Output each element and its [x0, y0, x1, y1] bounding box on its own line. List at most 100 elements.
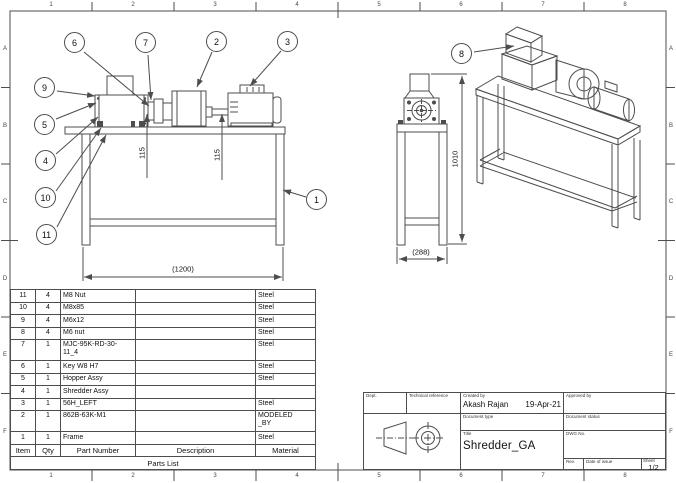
cell-part-number: 862B-63K-M1	[60, 410, 136, 432]
grid-col-label: 1	[49, 473, 53, 479]
created-by-label: Created by	[463, 393, 486, 398]
cell-qty: 1	[35, 360, 61, 374]
table-row: 4 1 Shredder Assy	[10, 385, 316, 399]
cell-qty: 4	[35, 326, 61, 340]
grid-row-label: A	[668, 46, 674, 52]
title-label: Title	[463, 431, 472, 436]
cell-description	[135, 360, 256, 374]
grid-row-label: F	[3, 429, 7, 435]
sheet-value: 1/2	[648, 462, 659, 472]
grid-row-label: E	[668, 352, 674, 358]
grid-col-label: 1	[49, 2, 53, 8]
dimension-115-right: 115	[212, 148, 222, 162]
cell-description	[135, 410, 256, 432]
cell-part-number: 56H_LEFT	[60, 397, 136, 411]
title-block: Dept. Technical reference Created by Aka…	[363, 392, 666, 472]
balloon-9: 9	[34, 77, 55, 98]
cell-part-number: M8x85	[60, 301, 136, 315]
cell-description	[135, 289, 256, 303]
cell-material: Steel	[255, 397, 316, 411]
balloon-2: 2	[206, 31, 227, 52]
created-date: 19-Apr-21	[525, 399, 561, 409]
approved-by-cell: Approved by	[564, 393, 665, 414]
cell-part-number: Hopper Assy	[60, 372, 136, 386]
grid-col-label: 3	[213, 473, 217, 479]
cell-part-number: M6x12	[60, 314, 136, 328]
document-type-cell: Document type	[461, 414, 564, 431]
balloon-3: 3	[277, 31, 298, 52]
dimension-1200: (1200)	[171, 264, 195, 274]
balloon-8: 8	[451, 43, 472, 64]
document-status-cell: Document status	[564, 414, 665, 431]
grid-col-label: 8	[623, 473, 627, 479]
grid-col-label: 7	[541, 2, 545, 8]
leader-lines	[55, 44, 515, 228]
table-row: 11 4 M8 Nut Steel	[10, 289, 316, 303]
cell-qty: 1	[35, 372, 61, 386]
cell-qty: 1	[35, 410, 61, 432]
created-by-value: Akash Rajan	[463, 399, 509, 409]
grid-col-label: 6	[459, 473, 463, 479]
cell-material: MODELED_BY	[255, 410, 316, 432]
parts-list-table: 11 4 M8 Nut Steel 10 4 M8x85 Steel 9 4 M…	[10, 289, 316, 470]
balloon-1: 1	[306, 189, 327, 210]
sheet-label: Sheet	[643, 458, 655, 463]
grid-col-label: 6	[459, 2, 463, 8]
grid-col-label: 2	[131, 473, 135, 479]
cell-qty: 1	[35, 385, 61, 399]
parts-list-title: Parts List	[10, 456, 316, 470]
cell-description	[135, 301, 256, 315]
cell-description	[135, 314, 256, 328]
cell-item: 10	[10, 301, 36, 315]
cell-description	[135, 385, 256, 399]
projection-symbol-icon	[376, 421, 444, 455]
balloon-7: 7	[135, 32, 156, 53]
cell-qty: 1	[35, 339, 61, 361]
grid-row-label: C	[668, 199, 674, 205]
projection-symbol-cell	[364, 414, 461, 469]
table-row: 2 1 862B-63K-M1 MODELED_BY	[10, 410, 316, 432]
isometric-view	[474, 26, 642, 229]
cell-qty: 4	[35, 314, 61, 328]
grid-col-label: 7	[541, 473, 545, 479]
grid-col-label: 5	[377, 2, 381, 8]
balloon-4: 4	[35, 150, 56, 171]
title-cell: Title Shredder_GA	[461, 431, 564, 469]
balloon-10: 10	[35, 187, 56, 208]
cell-material: Steel	[255, 289, 316, 303]
grid-col-label: 8	[623, 2, 627, 8]
grid-row-label: D	[2, 276, 8, 282]
cell-qty: 1	[35, 431, 61, 445]
sheet-cell: Sheet 1/2	[642, 458, 665, 472]
dwg-no-cell: DWG No.	[564, 431, 665, 459]
cell-material	[255, 385, 316, 399]
cell-item: 1	[10, 431, 36, 445]
grid-col-label: 5	[377, 473, 381, 479]
header-description: Description	[135, 443, 256, 457]
grid-row-label: F	[669, 429, 673, 435]
cell-material: Steel	[255, 301, 316, 315]
cell-qty: 4	[35, 289, 61, 303]
grid-col-label: 4	[295, 2, 299, 8]
table-row: 5 1 Hopper Assy Steel	[10, 372, 316, 386]
cell-material: Steel	[255, 326, 316, 340]
date-of-issue-cell: Date of issue	[584, 459, 642, 469]
cell-part-number: M6 nut	[60, 326, 136, 340]
cell-description	[135, 372, 256, 386]
dimension-1010: 1010	[450, 149, 460, 169]
grid-row-label: B	[2, 123, 8, 129]
balloon-5: 5	[34, 114, 55, 135]
table-row: 1 1 Frame Steel	[10, 431, 316, 445]
header-qty: Qty	[35, 443, 61, 457]
grid-row-label: C	[2, 199, 8, 205]
cell-material: Steel	[255, 360, 316, 374]
grid-row-label: A	[2, 46, 8, 52]
table-row: 3 1 56H_LEFT Steel	[10, 397, 316, 411]
grid-row-label: B	[668, 123, 674, 129]
table-row: 7 1 MJC-95K-RD-30-11_4 Steel	[10, 339, 316, 361]
grid-col-label: 2	[131, 2, 135, 8]
table-row: 6 1 Key W8 H7 Steel	[10, 360, 316, 374]
